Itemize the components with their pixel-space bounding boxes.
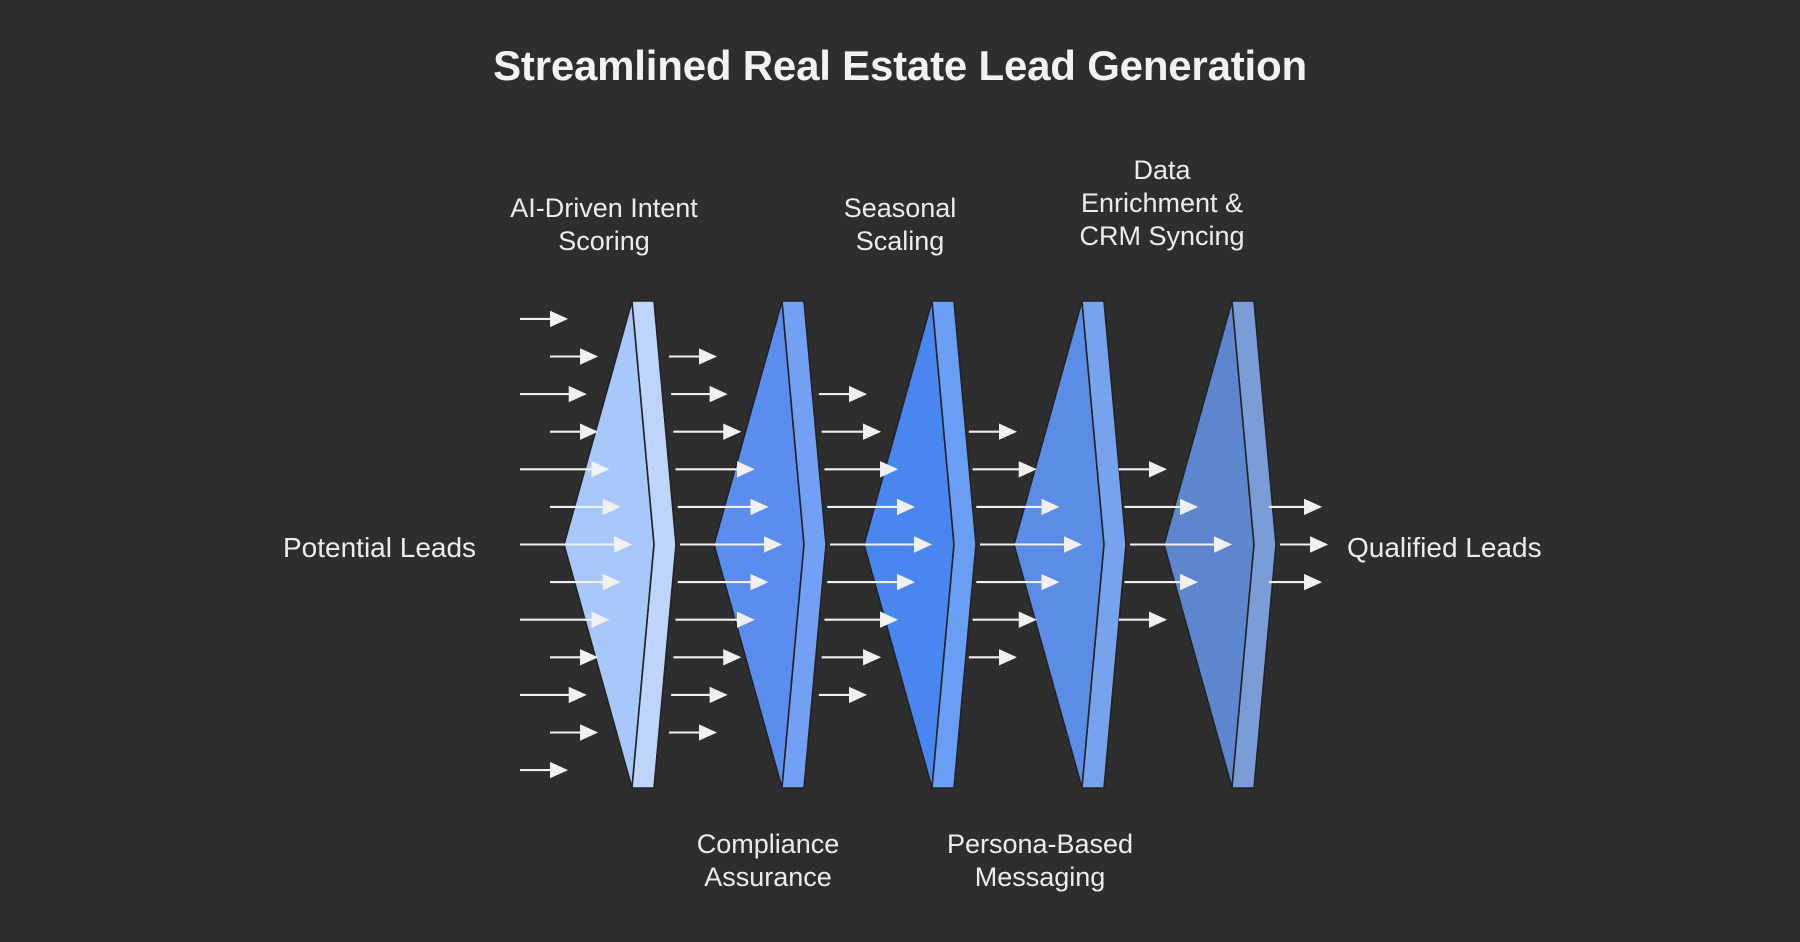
stage-label-1: AI-Driven Intent Scoring — [510, 193, 698, 256]
input-label: Potential Leads — [283, 532, 477, 563]
stage-label-3: Seasonal Scaling — [843, 193, 957, 256]
stage-label-4: Persona-Based Messaging — [946, 829, 1134, 892]
flow-arrows — [520, 310, 1329, 779]
page-title: Streamlined Real Estate Lead Generation — [493, 42, 1307, 89]
stage-label-5: Data Enrichment & CRM Syncing — [1079, 155, 1245, 251]
stage-label-2: Compliance Assurance — [696, 829, 840, 892]
output-label: Qualified Leads — [1347, 532, 1542, 563]
